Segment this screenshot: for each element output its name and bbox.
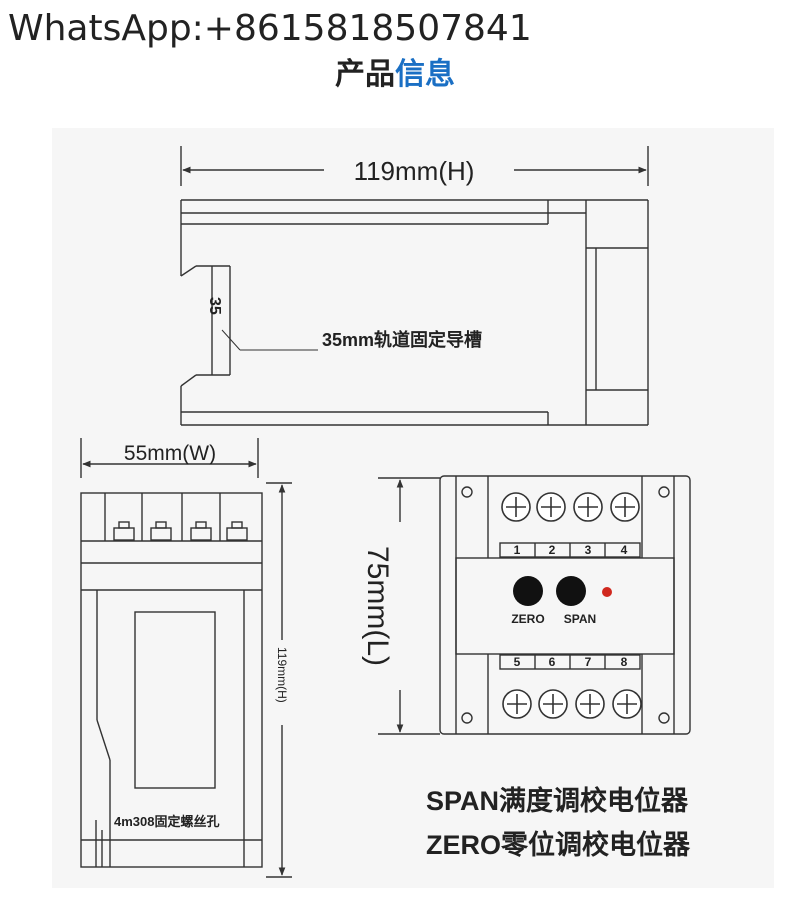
terminal-number: 2 (549, 543, 556, 557)
zero-legend: ZERO零位调校电位器 (426, 829, 691, 860)
span-legend: SPAN满度调校电位器 (426, 785, 689, 816)
drawing-panel (52, 128, 774, 888)
side-view (80, 438, 292, 878)
led-indicator (602, 587, 612, 597)
front-length-dimension: 75mm(L) (361, 546, 394, 666)
span-potentiometer (556, 576, 586, 606)
terminal-number: 8 (621, 655, 628, 669)
zero-potentiometer (513, 576, 543, 606)
terminal-number: 5 (514, 655, 521, 669)
title-part-product: 产品 (335, 57, 395, 92)
terminal-number: 4 (621, 543, 628, 557)
terminal-number: 1 (514, 543, 521, 557)
side-height-dimension: 119mm(H) (275, 647, 289, 703)
whatsapp-contact: WhatsApp:+8615818507841 (8, 8, 532, 49)
screw-hole-callout: 4m308固定螺丝孔 (114, 814, 219, 829)
rail-callout: 35mm轨道固定导槽 (322, 329, 482, 350)
screw-hole-callout-bg (112, 812, 240, 830)
terminal-number: 3 (585, 543, 592, 557)
title-part-info: 信息 (395, 57, 455, 92)
zero-label: ZERO (511, 612, 544, 626)
span-label: SPAN (564, 612, 596, 626)
front-view (378, 475, 691, 735)
terminal-number: 7 (585, 655, 592, 669)
side-width-dimension: 55mm(W) (124, 442, 216, 465)
terminal-numbers-bottom: 5 6 7 8 (514, 655, 628, 669)
top-view (180, 146, 649, 426)
rail-height-mark: 35 (206, 297, 223, 315)
terminal-screws-top (501, 492, 640, 522)
top-width-dimension: 119mm(H) (354, 156, 475, 186)
terminal-screws-bottom (502, 689, 642, 719)
terminal-number: 6 (549, 655, 556, 669)
terminal-numbers-top: 1 2 3 4 (514, 543, 628, 557)
section-title: 产品信息 (0, 52, 790, 98)
